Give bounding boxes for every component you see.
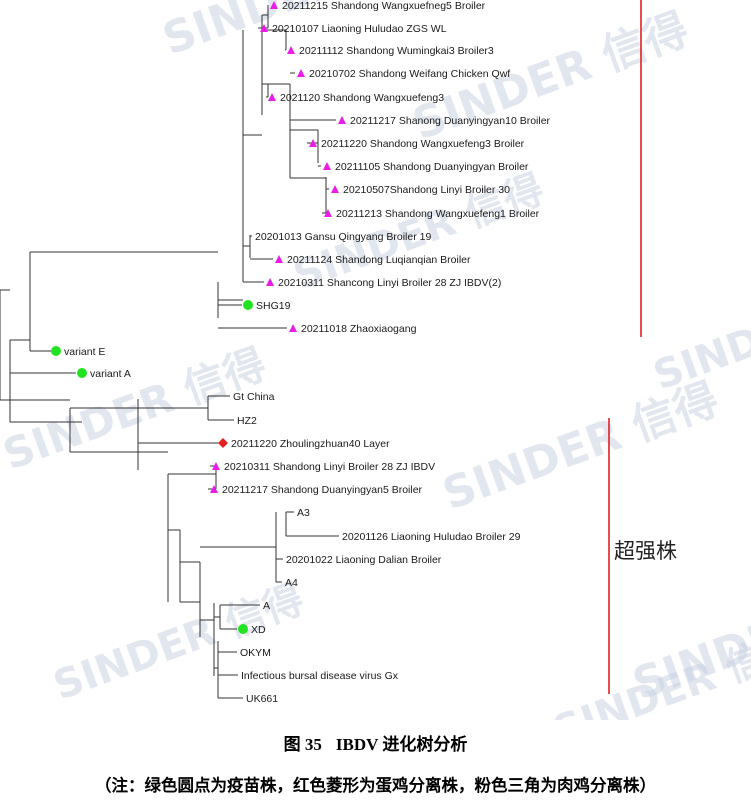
leaf-label: 20211018 Zhaoxiaogang (301, 323, 417, 335)
vaccine-strain-circle-icon (238, 624, 248, 634)
broiler-isolate-triangle-icon (210, 485, 218, 493)
leaf-label: variant A (90, 368, 131, 380)
leaf-label: A4 (285, 577, 298, 589)
leaf-label: Infectious bursal disease virus Gx (241, 670, 399, 682)
leaf-label: 20201126 Liaoning Huludao Broiler 29 (342, 531, 521, 543)
leaf-label: 20210702 Shandong Weifang Chicken Qwf (309, 68, 510, 80)
leaf-label: HZ2 (237, 415, 257, 427)
broiler-isolate-triangle-icon (324, 209, 332, 217)
broiler-isolate-triangle-icon (338, 116, 346, 124)
broiler-isolate-triangle-icon (260, 24, 268, 32)
leaf-label: variant E (64, 346, 105, 358)
broiler-isolate-triangle-icon (270, 1, 278, 9)
leaf-label: OKYM (240, 647, 271, 659)
broiler-isolate-triangle-icon (268, 93, 276, 101)
leaf-label: XD (251, 624, 266, 636)
figure-caption: 图 35 IBDV 进化树分析 (0, 730, 751, 755)
tree-leaves: 20211215 Shandong Wangxuefneg5 Broiler 20… (51, 0, 551, 705)
broiler-isolate-triangle-icon (309, 139, 317, 147)
watermark-text: SINDER 信得 (48, 576, 310, 709)
leaf-label: 20211220 Shandong Wangxuefeng3 Broiler (321, 138, 525, 150)
broiler-isolate-triangle-icon (287, 46, 295, 54)
figure-title: IBDV 进化树分析 (335, 735, 468, 754)
leaf-label: 20211124 Shandong Luqianqian Broiler (287, 254, 471, 266)
leaf-label: 20211215 Shandong Wangxuefneg5 Broiler (282, 0, 486, 12)
leaf-label: 20210311 Shandong Linyi Broiler 28 ZJ IB… (224, 461, 435, 473)
leaf-label: UK661 (246, 693, 278, 705)
leaf-label: 20211220 Zhoulingzhuan40 Layer (231, 438, 390, 450)
tree-branches (0, 5, 339, 699)
figure-number: 图 35 (283, 735, 322, 754)
leaf-label: Gt China (233, 391, 275, 403)
leaf-label: 20211105 Shandong Duanyingyan Broiler (335, 161, 529, 173)
leaf-label: 20210507Shandong Linyi Broiler 30 (343, 184, 510, 196)
leaf-label: 20210107 Liaoning Huludao ZGS WL (272, 23, 447, 35)
vaccine-strain-circle-icon (77, 368, 87, 378)
leaf-label: 20211217 Shanong Duanyingyan10 Broiler (350, 115, 551, 127)
leaf-label: A3 (297, 507, 310, 519)
leaf-label: SHG19 (256, 300, 291, 312)
vaccine-strain-circle-icon (243, 300, 253, 310)
broiler-isolate-triangle-icon (212, 462, 220, 470)
leaf-label: 20211217 Shandong Duanyingyan5 Broiler (222, 484, 423, 496)
leaf-label: 20201013 Gansu Qingyang Broiler 19 (255, 231, 431, 243)
layer-isolate-diamond-icon (218, 438, 228, 448)
broiler-isolate-triangle-icon (266, 278, 274, 286)
vaccine-strain-circle-icon (51, 346, 61, 356)
figure-note: （注：绿色圆点为疫苗株，红色菱形为蛋鸡分离株，粉色三角为肉鸡分离株） (95, 776, 656, 795)
watermark-text: SINDER 信得 (436, 374, 725, 521)
clade-label-superstrong: 超强株 (614, 539, 677, 563)
leaf-label: 20210311 Shancong Linyi Broiler 28 ZJ IB… (278, 277, 501, 289)
broiler-isolate-triangle-icon (323, 162, 331, 170)
leaf-label: 2021120 Shandong Wangxuefeng3 (280, 92, 444, 104)
leaf-label: 20211112 Shandong Wumingkai3 Broiler3 (299, 45, 494, 57)
broiler-isolate-triangle-icon (289, 324, 297, 332)
leaf-label: A (263, 600, 270, 612)
broiler-isolate-triangle-icon (331, 185, 339, 193)
broiler-isolate-triangle-icon (297, 69, 305, 77)
leaf-label: 20201022 Liaoning Dalian Broiler (286, 554, 442, 566)
watermark-text: SINDER 信得 (0, 339, 272, 479)
leaf-label: 20211213 Shandong Wangxuefeng1 Broiler (336, 208, 540, 220)
broiler-isolate-triangle-icon (275, 255, 283, 263)
